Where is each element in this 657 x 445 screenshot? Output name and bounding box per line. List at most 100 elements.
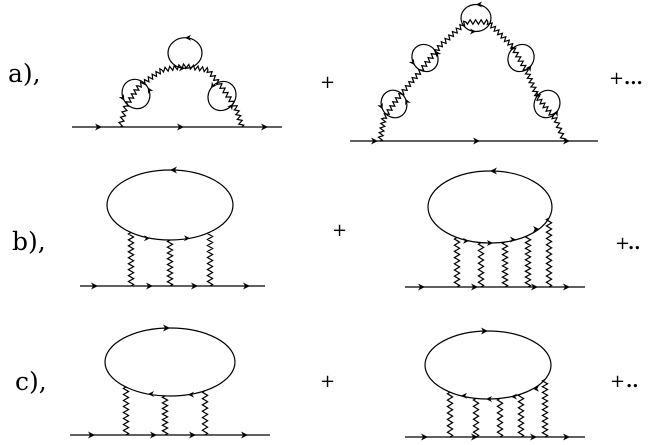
fermion-arrow-1 bbox=[95, 123, 102, 131]
loop-bottom-arrow-2 bbox=[486, 395, 492, 402]
photon-rung-1 bbox=[453, 236, 461, 288]
loop-bottom-arrow-1 bbox=[148, 390, 154, 397]
diagram-b2 bbox=[405, 167, 585, 291]
loop-arrow bbox=[490, 167, 497, 175]
photon-rung-2 bbox=[166, 239, 174, 287]
polarization-bubble-3-arrow-bottom bbox=[476, 1, 482, 8]
polarization-bubble-3-arrow-bottom bbox=[210, 81, 217, 89]
polarization-bubble-2 bbox=[411, 43, 439, 73]
row-label-b: b), bbox=[12, 227, 46, 256]
diagram-a1 bbox=[72, 34, 282, 131]
photon-line bbox=[383, 97, 399, 119]
plus-sign-c2: + bbox=[610, 371, 625, 392]
fermion-arrow-2 bbox=[473, 137, 480, 145]
fermion-arrow-1 bbox=[91, 282, 98, 290]
polarization-bubble-3-arrow-top bbox=[470, 28, 476, 35]
photon-line bbox=[233, 107, 245, 128]
photon-line bbox=[397, 72, 419, 100]
loop-arrow bbox=[170, 166, 177, 174]
loop-bottom-arrow-4 bbox=[533, 226, 539, 233]
polarization-bubble-3-arrow-top bbox=[227, 103, 234, 111]
photon-rung-1 bbox=[127, 231, 135, 287]
fermion-arrow-3 bbox=[530, 433, 537, 441]
photon-rung-5 bbox=[545, 217, 553, 288]
fermion-arrow-2 bbox=[146, 282, 153, 290]
polarization-bubble-1-arrow-top bbox=[377, 102, 383, 110]
photon-line bbox=[524, 71, 541, 99]
fermion-arrow-4 bbox=[563, 283, 570, 291]
fermion-arrow-1 bbox=[418, 283, 425, 291]
polarization-bubble-2 bbox=[167, 37, 203, 69]
photon-line bbox=[439, 20, 467, 48]
loop-arrow bbox=[481, 327, 488, 335]
polarization-bubble-4-arrow-top bbox=[525, 65, 532, 72]
photon-rung-1 bbox=[122, 386, 130, 436]
photon-line bbox=[125, 85, 140, 107]
loop-bottom-arrow-1 bbox=[463, 237, 469, 244]
fermion-arrow-2 bbox=[150, 431, 157, 439]
diagram-c2 bbox=[405, 327, 585, 441]
fermion-arrow-4 bbox=[563, 433, 570, 441]
diagram-b1 bbox=[80, 166, 265, 290]
loop-bottom-arrow-2 bbox=[487, 239, 493, 246]
photon-line bbox=[138, 67, 163, 89]
fermion-loop bbox=[427, 170, 553, 244]
fermion-arrow-3 bbox=[261, 123, 268, 131]
photon-line bbox=[486, 21, 514, 47]
fermion-loop bbox=[104, 327, 236, 397]
plus-sign-a1: + bbox=[320, 72, 335, 93]
loop-bottom-arrow-2 bbox=[184, 235, 190, 242]
loop-bottom-arrow-1 bbox=[461, 392, 467, 399]
polarization-bubble-5-arrow-top bbox=[552, 110, 558, 117]
fermion-arrow-2 bbox=[177, 123, 184, 131]
fermion-arrow-4 bbox=[241, 431, 248, 439]
loop-bottom-arrow-4 bbox=[533, 385, 539, 392]
fermion-arrow-3 bbox=[531, 283, 538, 291]
polarization-bubble-4-arrow-bottom bbox=[510, 44, 517, 51]
polarization-bubble-2-arrow-top bbox=[408, 58, 415, 66]
photon-rung-3 bbox=[201, 390, 209, 436]
polarization-bubble-2-arrow-top bbox=[179, 65, 185, 72]
photon-rung-4 bbox=[517, 393, 525, 438]
polarization-bubble-3 bbox=[460, 3, 492, 33]
loop-bottom-arrow-3 bbox=[510, 236, 516, 243]
fermion-loop bbox=[106, 169, 234, 241]
diagram-a2 bbox=[350, 1, 598, 145]
fermion-arrow-2 bbox=[471, 283, 478, 291]
row-label-c: c), bbox=[15, 367, 47, 396]
polarization-bubble-1-arrow-bottom bbox=[405, 98, 411, 106]
polarization-bubble-1-arrow-bottom bbox=[147, 87, 154, 94]
photon-line bbox=[117, 105, 129, 128]
photon-rung-3 bbox=[501, 241, 509, 288]
photon-rung-3 bbox=[496, 397, 504, 438]
diagram-c1 bbox=[70, 324, 270, 439]
photon-rung-2 bbox=[477, 242, 485, 288]
ellipsis-c: .. bbox=[626, 371, 639, 392]
ellipsis-b: .. bbox=[628, 233, 641, 254]
row-label-a: a), bbox=[8, 59, 41, 88]
plus-sign-b2: + bbox=[615, 233, 630, 254]
polarization-bubble-5-arrow-bottom bbox=[536, 91, 542, 98]
plus-sign-a2: + bbox=[609, 68, 624, 89]
photon-line bbox=[465, 18, 489, 26]
photon-rung-5 bbox=[541, 378, 549, 438]
plus-sign-b1: + bbox=[332, 220, 347, 241]
photon-line bbox=[536, 97, 558, 121]
photon-rung-3 bbox=[206, 231, 214, 287]
fermion-arrow-3 bbox=[191, 282, 198, 290]
fermion-arrow-1 bbox=[88, 431, 95, 439]
plus-sign-c1: + bbox=[320, 371, 335, 392]
loop-arrow bbox=[163, 324, 170, 332]
fermion-arrow-1 bbox=[371, 137, 378, 145]
fermion-arrow-4 bbox=[243, 282, 250, 290]
photon-line bbox=[509, 45, 530, 73]
photon-rung-2 bbox=[472, 397, 480, 438]
diagram-layer bbox=[70, 1, 598, 441]
photon-rung-2 bbox=[161, 395, 169, 436]
fermion-arrow-3 bbox=[189, 431, 196, 439]
photon-line bbox=[377, 117, 387, 142]
photon-line bbox=[184, 63, 209, 73]
photon-rung-4 bbox=[524, 234, 532, 288]
photon-line bbox=[206, 69, 223, 87]
